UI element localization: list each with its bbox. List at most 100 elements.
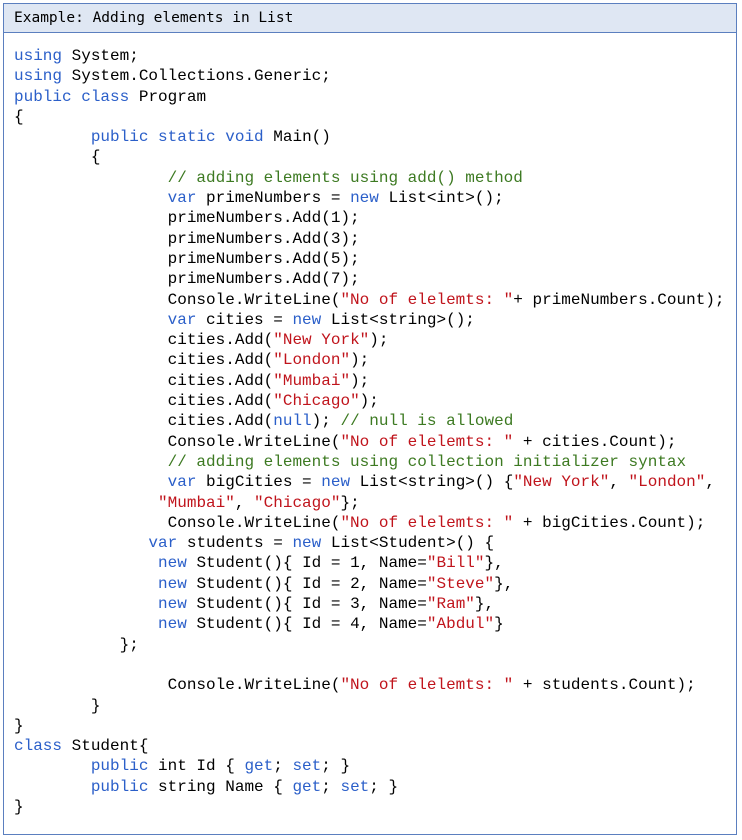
keyword-token: new <box>158 574 187 593</box>
code-line: { <box>14 107 725 127</box>
string-literal-token: "Mumbai" <box>158 493 235 512</box>
code-token: ; } <box>369 777 399 796</box>
keyword-token: public <box>90 757 149 776</box>
code-token: } <box>14 696 101 715</box>
code-token: List<Student>() { <box>321 534 495 553</box>
string-literal-token: "Chicago" <box>273 392 360 411</box>
code-token: cities.Add( <box>14 351 274 370</box>
example-title: Example: Adding elements in List <box>4 4 736 33</box>
keyword-token: get <box>244 757 274 776</box>
code-token <box>14 575 158 593</box>
code-token: ; <box>273 757 293 776</box>
code-token: { <box>14 107 24 126</box>
code-line: public int Id { get; set; } <box>14 756 725 776</box>
keyword-token: new <box>350 189 379 208</box>
code-token: cities.Add( <box>14 331 274 350</box>
string-literal-token: "Mumbai" <box>273 371 351 390</box>
string-literal-token: "Bill" <box>426 554 485 573</box>
string-literal-token: "No of elelemts: " <box>340 290 514 309</box>
code-token: System; <box>62 47 139 65</box>
keyword-token: void <box>225 128 264 147</box>
keyword-token: get <box>292 777 322 796</box>
code-token <box>14 169 168 187</box>
code-token: + cities.Count); <box>513 432 677 451</box>
code-token: ); <box>311 412 341 431</box>
code-token: Student(){ Id = 1, Name= <box>186 554 427 573</box>
code-token: , <box>609 473 629 492</box>
code-token <box>14 311 168 329</box>
keyword-token: null <box>273 412 312 431</box>
code-token: Console.WriteLine( <box>14 513 341 532</box>
code-token: ); <box>369 331 389 350</box>
code-token: }; <box>340 493 360 512</box>
keyword-token: new <box>158 554 187 573</box>
code-token: Console.WriteLine( <box>14 290 341 309</box>
code-line: // adding elements using add() method <box>14 168 725 188</box>
code-token: }; <box>14 635 139 654</box>
code-line: var students = new List<Student>() { <box>14 533 725 553</box>
code-line: primeNumbers.Add(7); <box>14 269 725 289</box>
keyword-token: class <box>14 737 63 756</box>
code-token: }, <box>484 554 504 573</box>
code-token <box>216 128 226 146</box>
code-token <box>14 595 158 613</box>
code-line: var bigCities = new List<string>() {"New… <box>14 472 725 492</box>
code-line: new Student(){ Id = 2, Name="Steve"}, <box>14 574 725 594</box>
code-token: cities.Add( <box>14 412 274 431</box>
keyword-token: set <box>292 757 322 776</box>
code-line: var primeNumbers = new List<int>(); <box>14 188 725 208</box>
code-token: ); <box>359 392 379 411</box>
code-line: Console.WriteLine("No of elelemts: " + b… <box>14 513 725 533</box>
code-token <box>14 473 168 491</box>
keyword-token: var <box>148 534 178 553</box>
code-line: public static void Main() <box>14 127 725 147</box>
code-token: cities.Add( <box>14 371 274 390</box>
code-token: List<int>(); <box>378 189 504 208</box>
code-token: { <box>14 148 101 167</box>
keyword-token: new <box>321 473 351 492</box>
code-token <box>14 128 91 146</box>
code-token: Console.WriteLine( <box>14 432 341 451</box>
string-literal-token: "London" <box>273 351 351 370</box>
code-line <box>14 655 725 675</box>
string-literal-token: "No of elelemts: " <box>340 513 514 532</box>
code-line: cities.Add("London"); <box>14 350 725 370</box>
code-line: }; <box>14 635 725 655</box>
code-line: class Student{ <box>14 736 725 756</box>
code-line: new Student(){ Id = 1, Name="Bill"}, <box>14 553 725 573</box>
code-token: + bigCities.Count); <box>513 513 706 532</box>
code-token: Student(){ Id = 4, Name= <box>186 615 427 634</box>
code-token: primeNumbers = <box>196 189 351 208</box>
string-literal-token: "Ram" <box>426 595 475 614</box>
code-line: primeNumbers.Add(5); <box>14 249 725 269</box>
code-token: primeNumbers.Add(7); <box>14 270 360 289</box>
code-token: } <box>14 716 24 735</box>
code-line: cities.Add(null); // null is allowed <box>14 411 725 431</box>
string-literal-token: "London" <box>628 473 706 492</box>
code-token: + primeNumbers.Count); <box>513 290 725 309</box>
keyword-token: new <box>158 595 187 614</box>
code-token: } <box>14 797 24 816</box>
code-token: System.Collections.Generic; <box>62 67 331 86</box>
code-token: Program <box>129 87 207 106</box>
code-line: Console.WriteLine("No of elelemts: "+ pr… <box>14 290 725 310</box>
comment-token: // null is allowed <box>340 412 514 431</box>
keyword-token: var <box>167 189 197 208</box>
keyword-token: using <box>14 47 63 65</box>
keyword-token: new <box>292 534 322 553</box>
code-token: bigCities = <box>196 473 322 492</box>
code-token: ); <box>350 371 370 390</box>
code-token <box>72 88 82 106</box>
code-token <box>14 778 91 796</box>
code-token: primeNumbers.Add(5); <box>14 249 360 268</box>
keyword-token: var <box>167 310 197 329</box>
code-line: public class Program <box>14 87 725 107</box>
code-line: var cities = new List<string>(); <box>14 310 725 330</box>
string-literal-token: "No of elelemts: " <box>340 676 514 695</box>
code-line: using System; <box>14 46 725 66</box>
keyword-token: new <box>292 310 322 329</box>
keyword-token: using <box>14 67 63 86</box>
code-token: cities.Add( <box>14 392 274 411</box>
keyword-token: public <box>90 128 149 147</box>
comment-token: // adding elements using collection init… <box>167 452 687 471</box>
